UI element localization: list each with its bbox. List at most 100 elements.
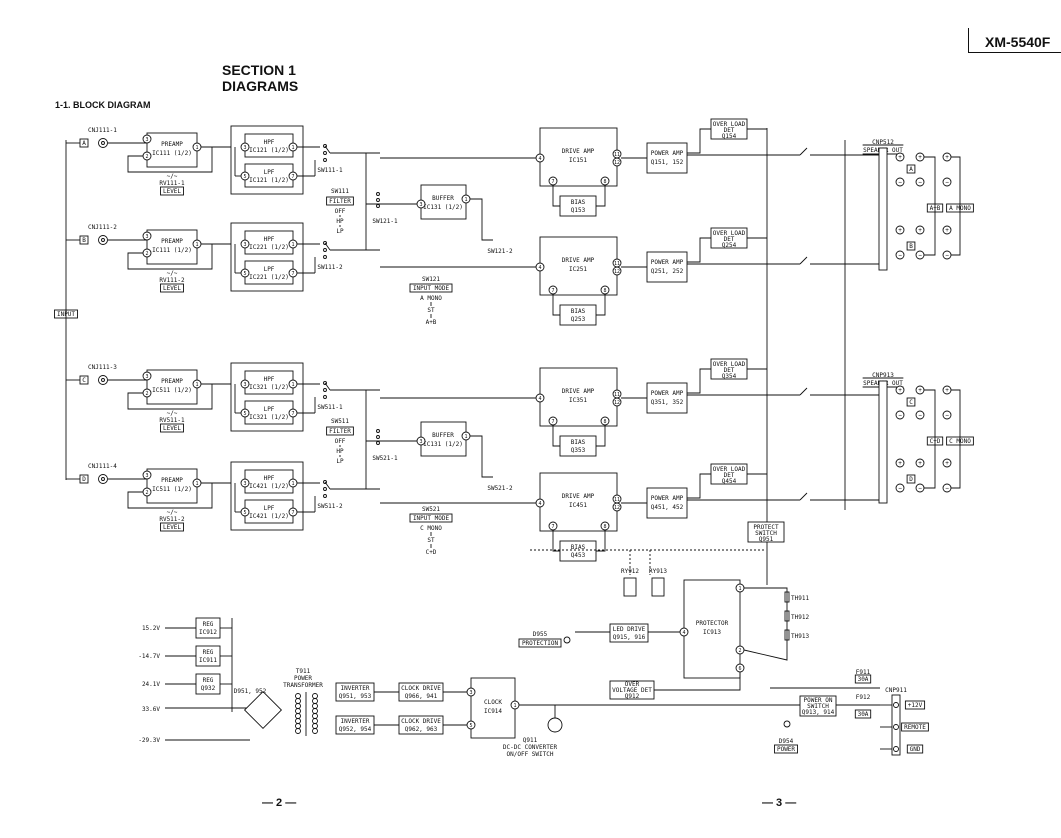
pin-number: 1	[738, 586, 741, 592]
power-switch-label2: SWITCH	[807, 703, 829, 710]
level-tag-frame	[160, 522, 184, 532]
filter-tag: FILTER	[329, 428, 351, 435]
channel-letter: C	[82, 377, 86, 384]
terminal-sign: +	[898, 154, 902, 161]
mode-option: ST	[427, 307, 435, 314]
pin-number: 3	[469, 690, 472, 696]
pin-number: 4	[538, 396, 541, 402]
power-amp-block	[646, 382, 688, 414]
rail-voltage: 24.1V	[142, 681, 160, 688]
pin-number: 1	[195, 242, 198, 248]
pin-number: 3	[243, 145, 246, 151]
pin-number: 11	[614, 497, 620, 503]
led-drive-q: Q915, 916	[613, 634, 646, 641]
pin-marker	[612, 502, 622, 512]
led-drive-block	[609, 623, 649, 643]
terminal-sign: −	[898, 485, 902, 492]
terminal-sign: +	[918, 460, 922, 467]
power-led-tag: POWER	[777, 746, 795, 753]
preamp-block	[146, 229, 198, 265]
pin-number: 7	[291, 271, 294, 277]
pin-number: 3	[243, 382, 246, 388]
speaker-ch-tag: B	[909, 243, 913, 250]
power-amp-block	[646, 251, 688, 283]
clock-drive-label: CLOCK DRIVE	[401, 685, 441, 692]
preamp-label: PREAMP	[161, 141, 183, 148]
pin-number: 2	[145, 490, 148, 496]
terminal-sign: +	[898, 387, 902, 394]
level-tag-frame	[160, 283, 184, 293]
regulator-label: REG	[203, 649, 214, 656]
channel-letter: A	[82, 140, 86, 147]
fuse-ref: F912	[856, 694, 871, 701]
terminal-sign: +	[898, 227, 902, 234]
switch-contact	[323, 158, 327, 162]
relay-contact	[799, 492, 808, 501]
power-amp-block	[646, 487, 688, 519]
regulator-ic: IC911	[199, 657, 217, 664]
bridge-rectifier-icon	[243, 690, 283, 730]
power-amp-label: POWER AMP	[651, 495, 684, 502]
pin-number: 3	[243, 242, 246, 248]
terminal-sign: −	[898, 252, 902, 259]
switch-contact	[323, 487, 327, 491]
relay-coil	[651, 577, 665, 597]
rail-voltage: -14.7V	[138, 653, 160, 660]
pin-number: 8	[603, 419, 606, 425]
pin-number: 7	[291, 510, 294, 516]
terminal-sign: +	[918, 227, 922, 234]
rca-jack-center	[101, 141, 105, 145]
thermistor-ref: TH912	[791, 614, 809, 621]
section-number: SECTION 1	[222, 62, 296, 78]
page-number-left: — 2 —	[262, 797, 297, 809]
pin-number: 3	[145, 234, 148, 240]
terminal-sign: −	[918, 252, 922, 259]
drive-amp-ic: IC251	[569, 266, 587, 273]
filter-tag-frame	[326, 196, 354, 206]
overload-q: Q454	[722, 478, 737, 485]
pin-number: 1	[291, 481, 294, 487]
input-jack-label: CNJ111-2	[88, 224, 117, 231]
page-number-right: — 3 —	[762, 797, 797, 809]
input-mode-tag-frame	[409, 513, 453, 523]
relay-ref: RY912	[621, 568, 639, 575]
channel-tag	[79, 474, 89, 484]
preamp-label: PREAMP	[161, 238, 183, 245]
preamp-block	[146, 132, 198, 168]
bias-q: Q253	[571, 316, 586, 323]
hpf-ic: IC121 (1/2)	[249, 147, 289, 154]
clock-drive-q: Q962, 963	[405, 726, 438, 733]
pin-number: 2	[145, 391, 148, 397]
power-amp-label: POWER AMP	[651, 259, 684, 266]
wire	[596, 425, 606, 447]
wire	[654, 672, 741, 691]
pin-number: 11	[614, 261, 620, 267]
speaker-ch-tag: C	[909, 399, 913, 406]
pin-marker	[240, 379, 250, 389]
level-tag: LEVEL	[163, 285, 181, 292]
model-number: XM-5540F	[985, 34, 1051, 50]
diagram-title: 1-1. BLOCK DIAGRAM	[55, 100, 151, 110]
regulator-ic: IC912	[199, 629, 217, 636]
pin-number: 3	[419, 439, 422, 445]
channel-tag	[79, 138, 89, 148]
fuse-rating-frame	[854, 709, 872, 719]
filter-option: HP	[336, 218, 344, 225]
transformer-coil	[295, 728, 301, 734]
thermistor-ref: TH911	[791, 595, 809, 602]
preamp-label: PREAMP	[161, 477, 183, 484]
header-rule-vertical	[968, 28, 969, 52]
input-mode-tag-frame	[409, 283, 453, 293]
terminal-sign: +	[945, 387, 949, 394]
switch-ref: SW511-2	[317, 503, 343, 510]
relay-contact	[799, 147, 808, 156]
power-amp-q: Q351, 352	[651, 399, 684, 406]
power-terminal-tag: GND	[910, 746, 921, 753]
overload-label: OVER LOAD	[713, 466, 746, 473]
drive-amp-block	[539, 236, 618, 296]
relay-contact	[799, 256, 808, 265]
preamp-block	[146, 369, 198, 405]
